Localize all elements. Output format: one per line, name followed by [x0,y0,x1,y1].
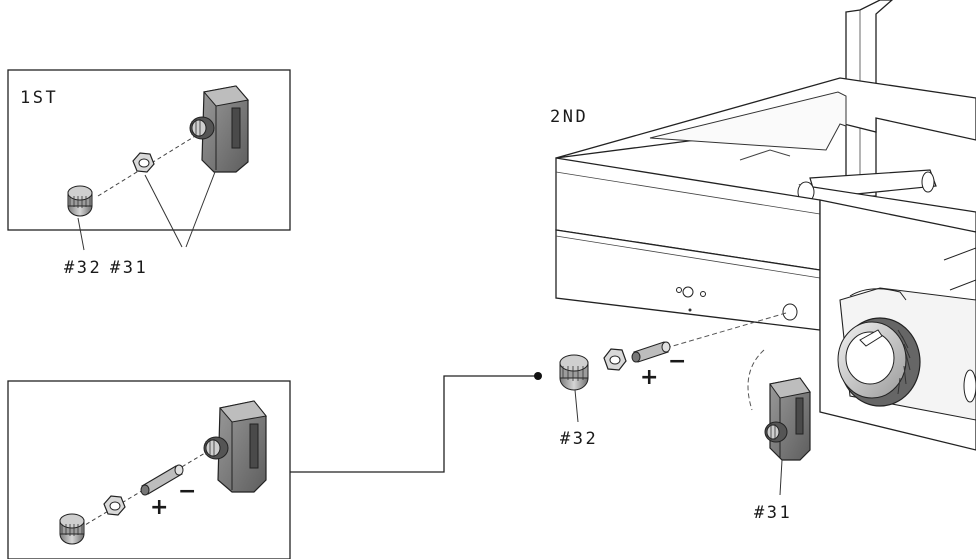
panel-with-battery: + − [7,380,291,559]
leader-line-nut [144,174,183,248]
part-label-32: #32 [64,258,102,278]
battery-plus-sign-2: + [640,365,658,390]
leader-line-31b [779,459,783,496]
panel-first: 1ST #32 #31 [7,69,291,278]
ignitor-module-part-2 [203,400,267,493]
panel-hole [682,286,694,298]
module-insertion-arc [747,349,765,411]
battery-minus-sign-2: − [668,349,686,374]
leader-line-32 [77,217,85,251]
hex-nut-part-3 [603,348,627,371]
ignitor-mount-hole [782,303,798,321]
step-label-first: 1ST [20,88,58,108]
ignitor-button-part-3 [559,354,589,391]
battery-plus-sign: + [150,495,168,520]
ignitor-button-part [67,185,93,217]
part-label-32b: #32 [560,429,598,449]
ignitor-module-part [189,85,249,173]
second-knob-edge [963,369,976,403]
ignitor-module-part-3 [764,377,811,461]
control-knob [837,317,921,407]
callout-connector-dot [534,372,542,380]
ignitor-button-part-2 [59,513,85,545]
hex-nut-part [132,152,155,173]
hex-nut-part-2 [103,495,126,516]
aaa-battery-part-2 [631,341,671,363]
assembly-axis-line-3 [665,312,787,349]
step-label-second: 2ND [550,107,588,127]
leader-line-31 [185,171,216,248]
aaa-battery-part [140,464,184,496]
leader-line-32b [574,389,579,423]
grill-assembly-view: 2ND [550,0,976,523]
assembly-axis-line-2 [79,449,211,529]
callout-connector-line [290,375,538,473]
part-label-31: #31 [110,258,148,278]
battery-minus-sign: − [178,479,196,504]
part-label-31b: #31 [754,503,792,523]
